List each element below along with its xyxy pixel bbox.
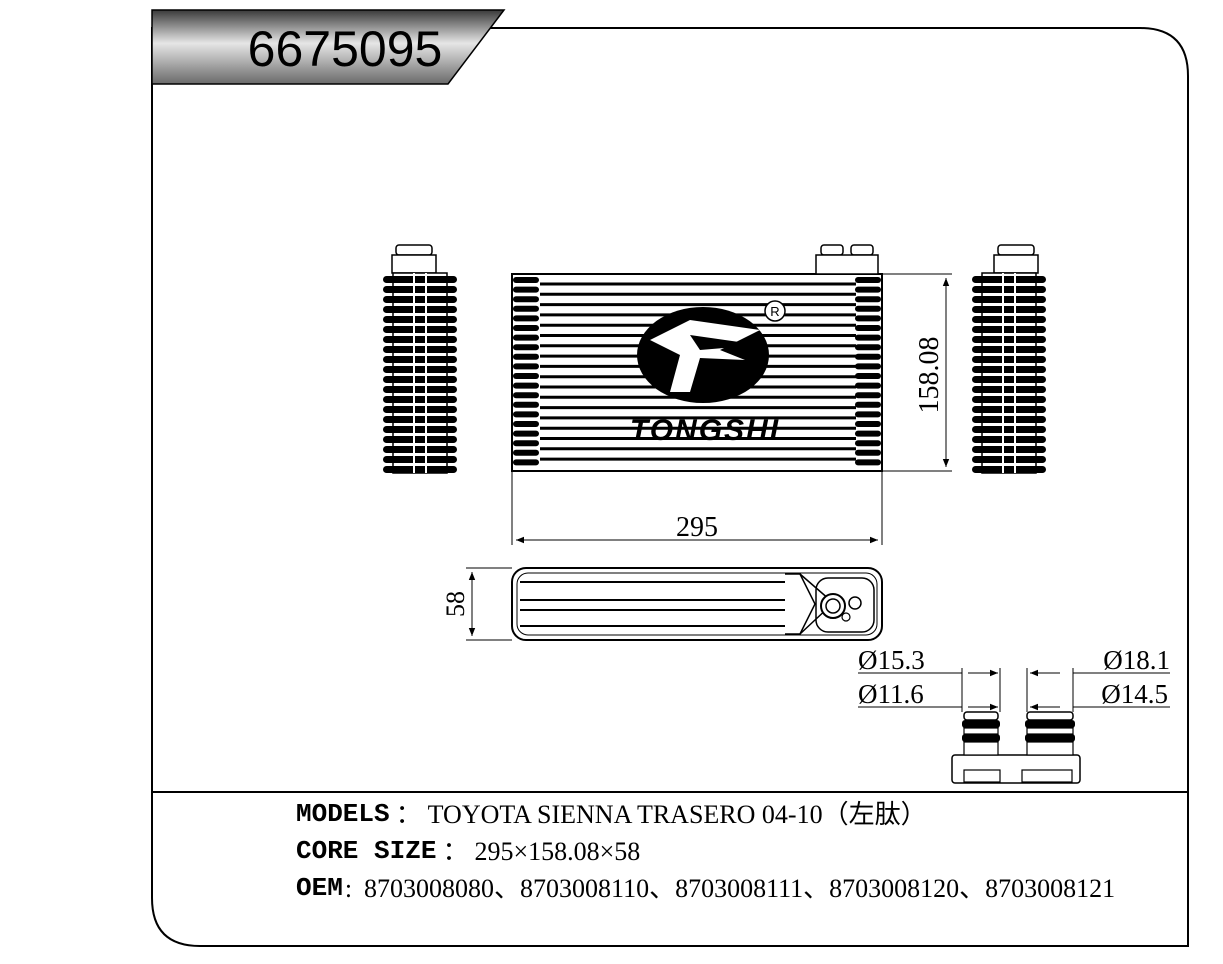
dimension-depth: 58 [441, 567, 512, 641]
core-size-separator: ： [442, 837, 469, 866]
dimension-width-label: 295 [676, 512, 718, 543]
dimension-height-label: 158.08 [914, 337, 945, 414]
oem-value: 8703008080、8703008110、8703008111、8703008… [364, 874, 1116, 903]
part-number-tab: 6675095 [151, 9, 506, 85]
brand-name: TONGSHI [630, 414, 780, 447]
brand-logo: R TONGSHI [630, 300, 786, 447]
models-row: MODELS ： TOYOTA SIENNA TRASERO 04-10（左肽） [296, 796, 1176, 833]
side-view-left [383, 244, 457, 474]
models-value: TOYOTA SIENNA TRASERO 04-10（左肽） [427, 800, 927, 829]
svg-text:R: R [770, 304, 779, 319]
core-size-row: CORE SIZE ： 295×158.08×58 [296, 833, 1176, 870]
part-number: 6675095 [248, 21, 443, 77]
pipe-detail: Ø15.3 Ø11.6 Ø18.1 Ø14.5 [858, 645, 1170, 784]
dimension-height: 158.08 [882, 273, 952, 472]
oem-label: OEM [296, 873, 343, 903]
core-size-label: CORE SIZE [296, 836, 437, 866]
oem-separator: : [344, 874, 353, 903]
side-view-right [972, 244, 1046, 474]
pipe-inner-left-label: Ø11.6 [858, 679, 924, 709]
sheet-frame [151, 27, 1189, 947]
models-label: MODELS [296, 799, 390, 829]
dimension-depth-label: 58 [441, 591, 470, 617]
oem-row: OEM : 8703008080、8703008110、8703008111、8… [296, 870, 1176, 907]
top-view [511, 567, 883, 641]
dimension-width: 295 [511, 471, 883, 545]
pipe-outer-left-label: Ø15.3 [858, 645, 925, 675]
core-size-value: 295×158.08×58 [474, 837, 641, 866]
pipe-outer-right-label: Ø18.1 [1103, 645, 1170, 675]
models-separator: ： [395, 800, 422, 829]
front-view-core: R TONGSHI [511, 244, 883, 472]
pipe-inner-right-label: Ø14.5 [1101, 679, 1168, 709]
spec-info: MODELS ： TOYOTA SIENNA TRASERO 04-10（左肽）… [296, 796, 1176, 907]
